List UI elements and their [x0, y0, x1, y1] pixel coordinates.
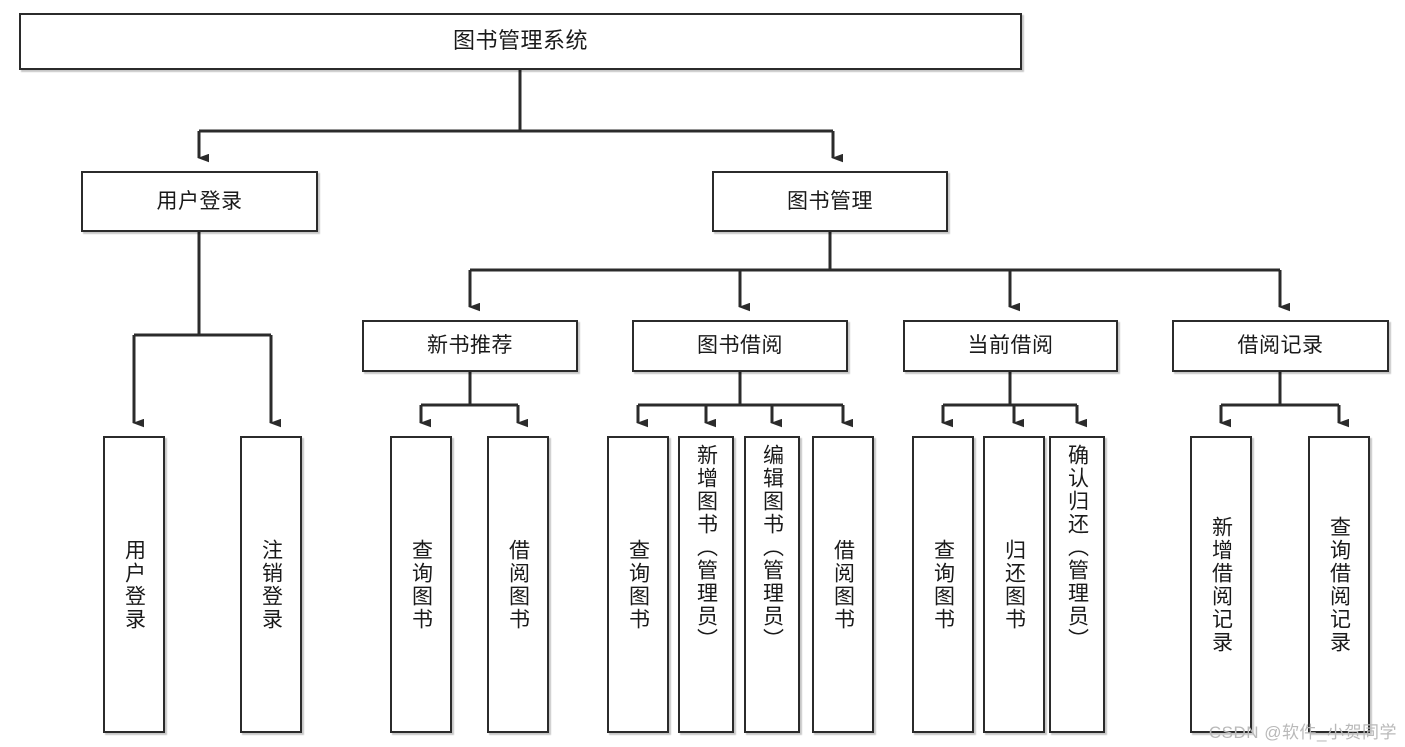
node-label: 查询图书: [626, 538, 650, 631]
node-book-manage[interactable]: 图书管理: [712, 171, 948, 232]
node-leaf-add-book-admin[interactable]: 新增图书（管理员）: [678, 436, 734, 733]
node-leaf-query-book-current[interactable]: 查询图书: [912, 436, 974, 733]
node-leaf-logout-login[interactable]: 注销登录: [240, 436, 302, 733]
node-label: 查询借阅记录: [1327, 515, 1351, 654]
node-borrow-record[interactable]: 借阅记录: [1172, 320, 1389, 372]
node-label: 查询图书: [931, 538, 955, 631]
node-label: 确认归还（管理员）: [1065, 444, 1089, 651]
node-label: 注销登录: [259, 538, 283, 631]
node-label: 新增借阅记录: [1209, 515, 1233, 654]
node-leaf-edit-book-admin[interactable]: 编辑图书（管理员）: [744, 436, 800, 733]
node-leaf-add-borrow-record[interactable]: 新增借阅记录: [1190, 436, 1252, 733]
node-label: 用户登录: [122, 538, 146, 631]
node-label: 归还图书: [1002, 538, 1026, 631]
node-leaf-confirm-return-admin[interactable]: 确认归还（管理员）: [1049, 436, 1105, 733]
node-label: 查询图书: [409, 538, 433, 631]
node-leaf-borrow-book-borrow[interactable]: 借阅图书: [812, 436, 874, 733]
node-current-borrow[interactable]: 当前借阅: [903, 320, 1118, 372]
node-user-login[interactable]: 用户登录: [81, 171, 318, 232]
node-root-system[interactable]: 图书管理系统: [19, 13, 1022, 70]
node-leaf-query-borrow-record[interactable]: 查询借阅记录: [1308, 436, 1370, 733]
node-label: 新增图书（管理员）: [694, 444, 718, 651]
node-leaf-return-book[interactable]: 归还图书: [983, 436, 1045, 733]
node-leaf-query-book-borrow[interactable]: 查询图书: [607, 436, 669, 733]
node-label: 图书借阅: [697, 334, 783, 358]
node-label: 借阅图书: [831, 538, 855, 631]
node-label: 借阅图书: [506, 538, 530, 631]
node-label: 图书管理: [787, 189, 873, 213]
node-book-borrow[interactable]: 图书借阅: [632, 320, 848, 372]
node-new-book-recommend[interactable]: 新书推荐: [362, 320, 578, 372]
node-leaf-query-book-recommend[interactable]: 查询图书: [390, 436, 452, 733]
node-leaf-borrow-book-recommend[interactable]: 借阅图书: [487, 436, 549, 733]
csdn-watermark: CSDN @软件_小贺同学: [1208, 723, 1397, 742]
node-label: 用户登录: [156, 189, 243, 213]
node-leaf-user-login[interactable]: 用户登录: [103, 436, 165, 733]
node-label: 借阅记录: [1237, 334, 1324, 358]
node-label: 当前借阅: [967, 334, 1054, 358]
node-label: 编辑图书（管理员）: [760, 444, 784, 651]
node-label: 图书管理系统: [452, 28, 588, 54]
node-label: 新书推荐: [427, 334, 513, 358]
